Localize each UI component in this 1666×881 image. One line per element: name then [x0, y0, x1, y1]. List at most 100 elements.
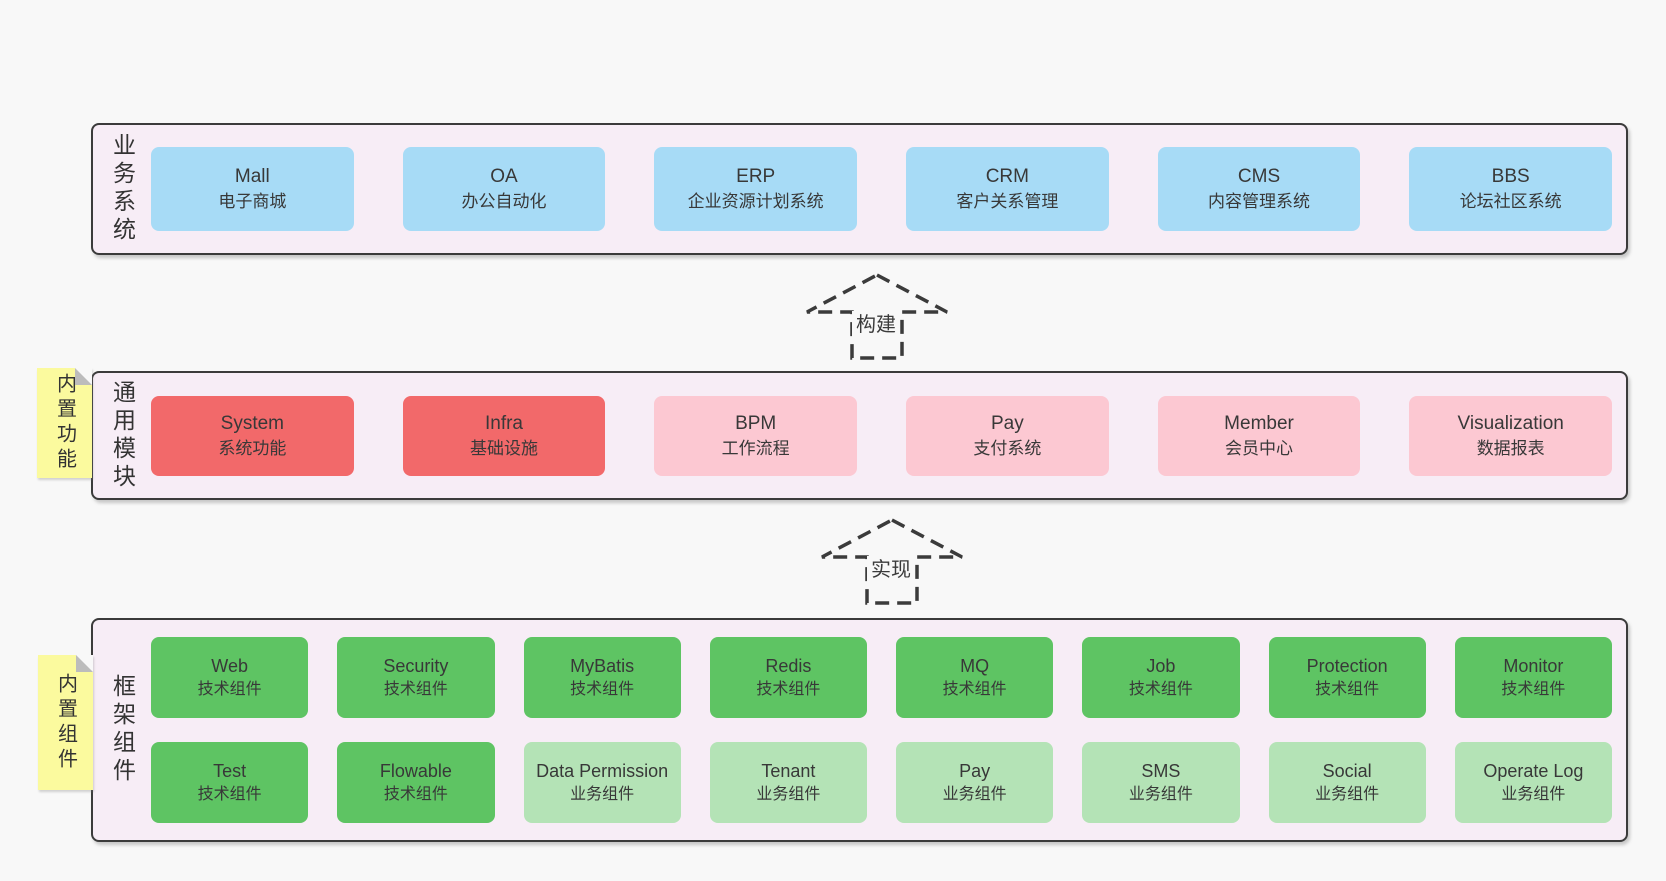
sticky-text: 内置组件	[54, 672, 77, 773]
box-title: BBS	[1491, 166, 1530, 188]
band-label-text: 框架组件	[109, 674, 136, 786]
box-visualization: Visualization 数据报表	[1409, 395, 1613, 476]
box-mq: MQ 技术组件	[896, 637, 1054, 718]
sticky-note-builtin-components: 内置组件	[38, 655, 93, 790]
band-common-modules: 通用模块 System 系统功能 Infra 基础设施 BPM 工作流程 Pay…	[91, 371, 1628, 500]
box-cms: CMS 内容管理系统	[1157, 147, 1361, 231]
box-subtitle: 技术组件	[383, 681, 448, 699]
box-subtitle: 业务组件	[942, 786, 1007, 804]
box-title: Data Permission	[536, 760, 669, 781]
box-subtitle: 技术组件	[1128, 681, 1193, 699]
box-subtitle: 电子商城	[218, 192, 287, 212]
box-title: Protection	[1306, 655, 1388, 676]
box-subtitle: 技术组件	[1501, 681, 1566, 699]
box-subtitle: 业务组件	[1501, 786, 1566, 804]
box-subtitle: 企业资源计划系统	[687, 192, 824, 212]
band-label-framework-components: 框架组件	[93, 620, 151, 840]
box-title: Web	[211, 655, 248, 676]
box-title: System	[220, 412, 285, 434]
box-subtitle: 工作流程	[721, 438, 790, 458]
box-title: Pay	[959, 760, 991, 781]
box-subtitle: 技术组件	[756, 681, 821, 699]
box-subtitle: 技术组件	[383, 786, 448, 804]
folded-corner-icon	[76, 655, 93, 672]
box-title: ERP	[736, 166, 776, 188]
box-title: Visualization	[1457, 412, 1564, 434]
box-mybatis: MyBatis 技术组件	[523, 637, 681, 718]
box-job: Job 技术组件	[1082, 637, 1240, 718]
box-subtitle: 技术组件	[570, 681, 635, 699]
components-row-1: Web 技术组件 Security 技术组件 MyBatis 技术组件 Redi…	[151, 637, 1612, 718]
box-subtitle: 技术组件	[942, 681, 1007, 699]
components-row-2: Test 技术组件 Flowable 技术组件 Data Permission …	[151, 742, 1612, 823]
box-title: Pay	[990, 412, 1024, 434]
box-member: Member 会员中心	[1157, 395, 1361, 476]
band-label-common-modules: 通用模块	[93, 373, 151, 498]
box-title: Monitor	[1503, 655, 1564, 676]
box-title: BPM	[735, 412, 777, 434]
box-redis: Redis 技术组件	[709, 637, 867, 718]
box-title: OA	[490, 166, 518, 188]
box-data-permission: Data Permission 业务组件	[523, 742, 681, 823]
box-oa: OA 办公自动化	[402, 147, 606, 231]
box-bbs: BBS 论坛社区系统	[1409, 147, 1613, 231]
folded-corner-icon	[75, 368, 92, 385]
box-title: Flowable	[379, 760, 452, 781]
box-title: Mall	[234, 166, 270, 188]
box-subtitle: 基础设施	[470, 438, 538, 458]
band-common-content: System 系统功能 Infra 基础设施 BPM 工作流程 Pay 支付系统…	[151, 373, 1626, 498]
box-subtitle: 办公自动化	[461, 192, 547, 212]
box-test: Test 技术组件	[151, 742, 309, 823]
box-title: MyBatis	[570, 655, 635, 676]
box-infra: Infra 基础设施	[402, 395, 606, 476]
box-subtitle: 业务组件	[1315, 786, 1380, 804]
box-subtitle: 业务组件	[756, 786, 821, 804]
box-tenant: Tenant 业务组件	[709, 742, 867, 823]
box-subtitle: 技术组件	[197, 786, 262, 804]
box-title: SMS	[1141, 760, 1181, 781]
box-sms: SMS 业务组件	[1082, 742, 1240, 823]
box-subtitle: 技术组件	[1315, 681, 1380, 699]
box-monitor: Monitor 技术组件	[1454, 637, 1612, 718]
box-title: Infra	[484, 412, 524, 434]
box-title: Tenant	[761, 760, 816, 781]
sticky-text: 内置功能	[53, 373, 76, 473]
band-label-business-systems: 业务系统	[93, 125, 151, 253]
box-crm: CRM 客户关系管理	[906, 147, 1109, 231]
box-title: Member	[1224, 412, 1294, 434]
box-title: MQ	[960, 655, 990, 676]
box-security: Security 技术组件	[337, 637, 495, 718]
band-business-systems: 业务系统 Mall 电子商城 OA 办公自动化 ERP 企业资源计划系统 CRM…	[91, 123, 1628, 255]
box-flowable: Flowable 技术组件	[337, 742, 495, 823]
box-title: Security	[383, 655, 449, 676]
box-erp: ERP 企业资源计划系统	[654, 147, 858, 231]
box-social: Social 业务组件	[1268, 742, 1426, 823]
box-mall: Mall 电子商城	[151, 147, 354, 231]
arrow-label-implement: 实现	[867, 556, 915, 584]
modules-row: System 系统功能 Infra 基础设施 BPM 工作流程 Pay 支付系统…	[151, 395, 1613, 476]
box-title: Social	[1322, 760, 1372, 781]
box-subtitle: 系统功能	[218, 438, 287, 458]
box-pay-biz: Pay 业务组件	[896, 742, 1054, 823]
band-framework-content: Web 技术组件 Security 技术组件 MyBatis 技术组件 Redi…	[151, 620, 1626, 840]
box-web: Web 技术组件	[151, 637, 309, 718]
box-operate-log: Operate Log 业务组件	[1454, 742, 1612, 823]
box-subtitle: 业务组件	[1128, 786, 1193, 804]
band-label-text: 通用模块	[109, 379, 136, 492]
box-title: Test	[213, 760, 247, 781]
box-title: Job	[1146, 655, 1176, 676]
box-subtitle: 数据报表	[1476, 438, 1545, 458]
box-system: System 系统功能	[151, 395, 354, 476]
box-title: Operate Log	[1483, 760, 1584, 781]
box-subtitle: 技术组件	[197, 681, 262, 699]
band-framework-components: 框架组件 Web 技术组件 Security 技术组件 MyBatis 技术组件…	[91, 618, 1628, 842]
band-business-content: Mall 电子商城 OA 办公自动化 ERP 企业资源计划系统 CRM 客户关系…	[151, 125, 1626, 253]
box-pay: Pay 支付系统	[906, 395, 1109, 476]
arrow-label-build: 构建	[852, 311, 900, 339]
box-subtitle: 内容管理系统	[1208, 192, 1311, 212]
box-protection: Protection 技术组件	[1268, 637, 1426, 718]
business-row: Mall 电子商城 OA 办公自动化 ERP 企业资源计划系统 CRM 客户关系…	[151, 147, 1613, 231]
sticky-note-builtin-features: 内置功能	[37, 368, 92, 478]
box-subtitle: 论坛社区系统	[1459, 192, 1562, 212]
box-title: CRM	[985, 166, 1029, 188]
